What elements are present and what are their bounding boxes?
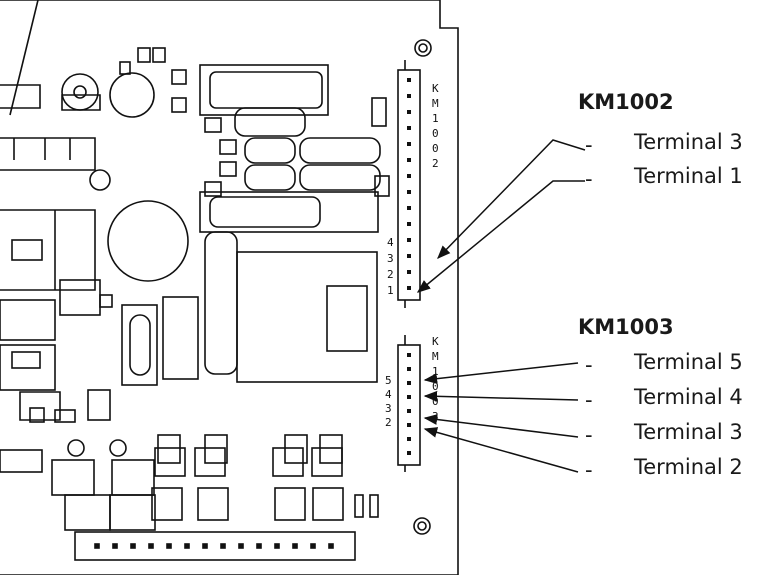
km1002-bullet-dash: - bbox=[585, 133, 593, 157]
arrow-km1003-terminal2 bbox=[423, 427, 579, 473]
silkscreen-char: 1 bbox=[432, 112, 439, 125]
silkscreen-char: 3 bbox=[432, 410, 439, 423]
arrow-km1003-terminal5 bbox=[423, 362, 579, 385]
km1003-bullet-dash: - bbox=[585, 388, 593, 412]
connector-pin bbox=[407, 270, 411, 274]
strip-pin bbox=[328, 543, 334, 549]
connector-pin bbox=[407, 158, 411, 162]
strip-pin bbox=[220, 543, 226, 549]
mount-hole-bottom bbox=[413, 517, 431, 535]
km1003-heading: KM1003 bbox=[578, 315, 674, 339]
connector-pin bbox=[407, 254, 411, 258]
silkscreen-char: 0 bbox=[432, 380, 439, 393]
pin-number: 3 bbox=[387, 252, 394, 265]
strip-pin bbox=[130, 543, 136, 549]
connector-pin bbox=[407, 381, 411, 385]
relay-top bbox=[199, 64, 329, 116]
km1002-terminal-label: Terminal 3 bbox=[634, 130, 743, 154]
km1003-terminal-label: Terminal 2 bbox=[634, 455, 743, 479]
bottom-terminal-strip bbox=[74, 531, 356, 561]
strip-pin bbox=[274, 543, 280, 549]
strip-pin bbox=[94, 543, 100, 549]
silkscreen-char: M bbox=[432, 350, 439, 363]
pin-number: 4 bbox=[385, 388, 392, 401]
arrow-km1002-terminal3 bbox=[437, 139, 586, 259]
silkscreen-char: 0 bbox=[432, 142, 439, 155]
connector-pin bbox=[407, 94, 411, 98]
connector-pin bbox=[407, 437, 411, 441]
connector-pin bbox=[407, 395, 411, 399]
strip-pin bbox=[202, 543, 208, 549]
km1003-bullet-dash: - bbox=[585, 423, 593, 447]
arrow-km1003-terminal3 bbox=[423, 414, 579, 438]
arrow-km1002-terminal1 bbox=[416, 180, 585, 293]
silkscreen-char: M bbox=[432, 97, 439, 110]
km1002-pin-numbers: 4 3 2 1 bbox=[387, 236, 394, 297]
strip-pin bbox=[112, 543, 118, 549]
silkscreen-char: 2 bbox=[432, 157, 439, 170]
km1003-terminal-label: Terminal 3 bbox=[634, 420, 743, 444]
km1003-bullet-dash: - bbox=[585, 353, 593, 377]
strip-pin bbox=[238, 543, 244, 549]
km1003-terminal-label: Terminal 4 bbox=[634, 385, 743, 409]
strip-pin bbox=[184, 543, 190, 549]
cover-edge bbox=[9, 0, 39, 116]
connector-pin bbox=[407, 367, 411, 371]
connector-pin bbox=[407, 286, 411, 290]
connector-pin-dots bbox=[407, 78, 411, 455]
km1002-heading: KM1002 bbox=[578, 90, 674, 114]
connector-pin bbox=[407, 206, 411, 210]
connector-pin bbox=[407, 423, 411, 427]
km1003-connector bbox=[397, 344, 421, 466]
pin-number: 1 bbox=[387, 284, 394, 297]
connector-pin bbox=[407, 353, 411, 357]
transformer bbox=[236, 251, 378, 383]
km1003-terminal-label: Terminal 5 bbox=[634, 350, 743, 374]
connector-pin bbox=[407, 78, 411, 82]
bottom-pins bbox=[94, 543, 334, 549]
arrow-km1003-terminal4 bbox=[423, 390, 579, 402]
strip-pin bbox=[148, 543, 154, 549]
mount-hole-top bbox=[414, 39, 432, 57]
connector-pin bbox=[407, 238, 411, 242]
strip-pin bbox=[310, 543, 316, 549]
km1002-connector bbox=[397, 69, 421, 301]
connector-pin bbox=[407, 142, 411, 146]
silkscreen-char: K bbox=[432, 335, 439, 348]
connector-pin bbox=[407, 190, 411, 194]
silkscreen-char: 1 bbox=[432, 365, 439, 378]
silkscreen-char: K bbox=[432, 82, 439, 95]
pin-number: 2 bbox=[385, 416, 392, 429]
km1002-vertical-label: KM 1 0 0 2 bbox=[432, 82, 439, 170]
board-outline bbox=[0, 0, 459, 575]
km1003-bullet-dash: - bbox=[585, 458, 593, 482]
pin-number: 4 bbox=[387, 236, 394, 249]
strip-pin bbox=[166, 543, 172, 549]
pin-number: 3 bbox=[385, 402, 392, 415]
connector-pin bbox=[407, 409, 411, 413]
capacitor-large bbox=[107, 200, 189, 282]
km1002-bullet-dash: - bbox=[585, 167, 593, 191]
km1002-terminal-label: Terminal 1 bbox=[634, 164, 743, 188]
strip-pin bbox=[256, 543, 262, 549]
connector-pin bbox=[407, 451, 411, 455]
connector-pin bbox=[407, 174, 411, 178]
connector-pin bbox=[407, 110, 411, 114]
pin-number: 2 bbox=[387, 268, 394, 281]
strip-pin bbox=[292, 543, 298, 549]
silkscreen-char: 0 bbox=[432, 127, 439, 140]
relay-mid bbox=[199, 191, 379, 233]
capacitor-top bbox=[109, 72, 155, 118]
pin-number: 5 bbox=[385, 374, 392, 387]
connector-pin bbox=[407, 126, 411, 130]
connector-pin bbox=[407, 222, 411, 226]
